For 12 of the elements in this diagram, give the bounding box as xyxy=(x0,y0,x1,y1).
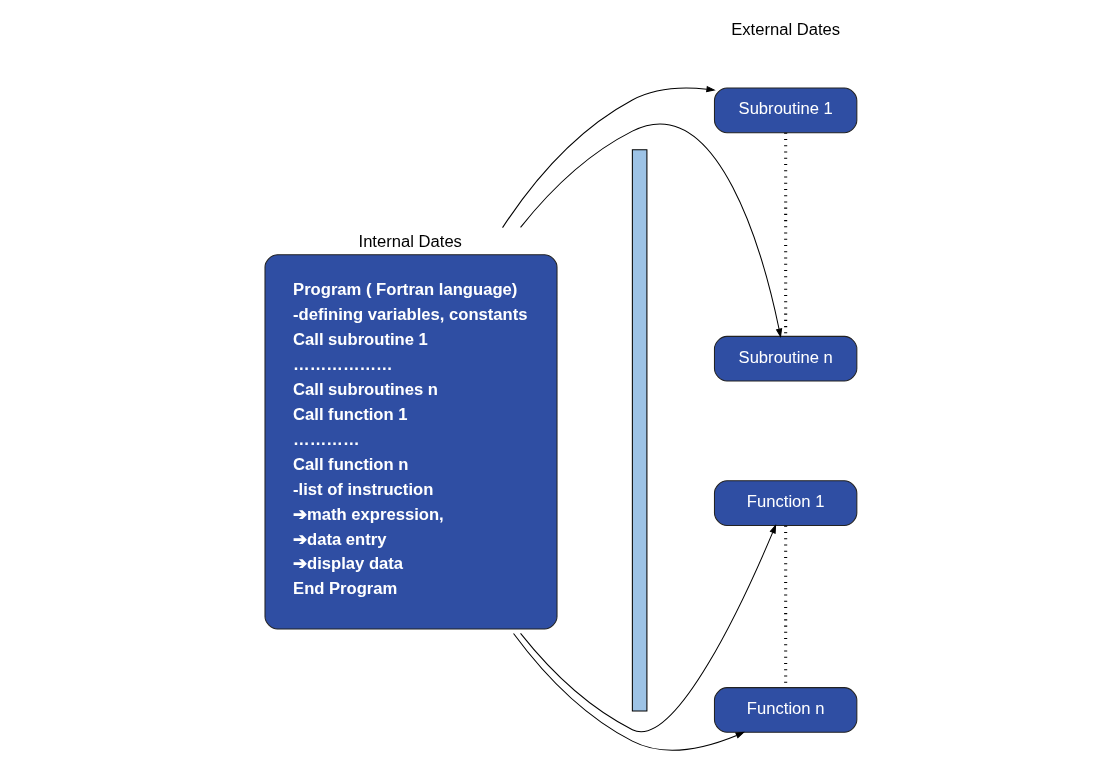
arrow xyxy=(520,524,777,733)
label: External Dates xyxy=(731,20,841,40)
arrow xyxy=(513,632,745,751)
node-bar xyxy=(631,149,648,712)
node-box: Function 1 xyxy=(713,480,858,526)
arrow xyxy=(502,85,716,229)
node-box: Subroutine n xyxy=(713,335,858,382)
connector xyxy=(784,132,788,336)
arrow xyxy=(520,123,783,338)
node-box: Function n xyxy=(713,687,858,733)
node-box: Subroutine 1 xyxy=(713,87,858,134)
node-label: Internal Dates xyxy=(358,232,462,252)
